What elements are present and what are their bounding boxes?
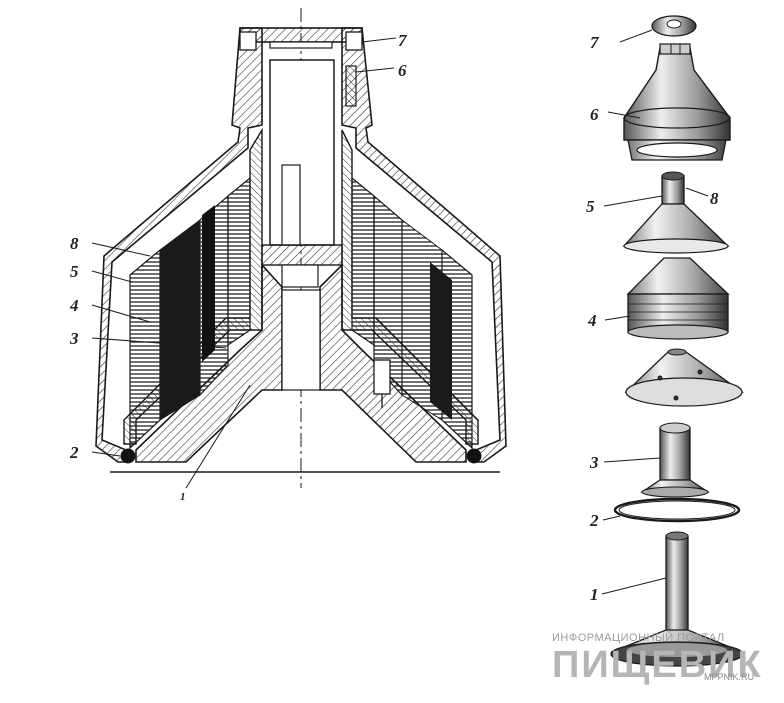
exploded-label-1: 1 <box>590 585 599 604</box>
watermark-logo: ПИЩЕВИК <box>552 644 763 686</box>
part-7-nut <box>619 15 697 43</box>
section-label-7: 7 <box>398 31 408 50</box>
watermark-site: MPPNIK.RU <box>704 672 755 682</box>
section-label-2: 2 <box>69 443 79 462</box>
exploded-label-5: 5 <box>586 197 595 216</box>
part-3-tube-holder <box>603 422 710 498</box>
exploded-label-2: 2 <box>589 511 599 530</box>
section-label-4: 4 <box>69 296 79 315</box>
exploded-label-3: 3 <box>589 453 599 472</box>
exploded-view: 7 6 5 8 4 3 2 1 <box>586 15 745 667</box>
section-label-1: 1 <box>180 491 186 503</box>
section-label-6: 6 <box>398 61 407 80</box>
section-label-5: 5 <box>70 262 79 281</box>
section-label-3: 3 <box>69 329 79 348</box>
exploded-label-4: 4 <box>587 311 597 330</box>
watermark-caption: ИНФОРМАЦИОННЫЙ ПОРТАЛ <box>552 632 725 644</box>
section-label-8: 8 <box>70 234 79 253</box>
part-1-base <box>601 531 744 667</box>
part-6-cover <box>607 43 731 161</box>
part-cone-plate <box>624 348 745 407</box>
part-2-ring <box>602 497 741 523</box>
section-labels: 8 5 4 3 2 1 7 6 <box>69 31 408 503</box>
part-5-distributor <box>603 171 730 254</box>
exploded-label-7: 7 <box>590 33 600 52</box>
section-view <box>91 8 507 489</box>
part-4-disc-holder <box>604 257 730 340</box>
exploded-label-6: 6 <box>590 105 599 124</box>
exploded-label-8: 8 <box>710 189 719 208</box>
